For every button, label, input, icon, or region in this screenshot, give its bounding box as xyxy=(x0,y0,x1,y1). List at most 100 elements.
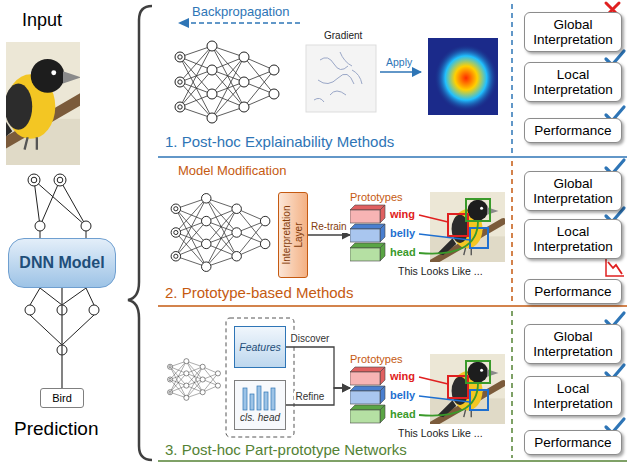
image-caption: This Looks Like ... xyxy=(398,265,483,278)
heatmap xyxy=(428,38,498,115)
part-label: belly xyxy=(390,227,415,240)
classifier-bar xyxy=(257,386,261,410)
property-box: Performance xyxy=(524,118,622,143)
illustration-part xyxy=(28,174,40,186)
model-box: DNN Model xyxy=(8,238,116,288)
network xyxy=(175,41,279,123)
cube-front xyxy=(350,410,380,423)
image-caption: This Looks Like ... xyxy=(398,427,483,440)
cube-front xyxy=(350,248,380,261)
cube-side xyxy=(380,205,385,223)
cube-side xyxy=(380,405,385,423)
cube-top xyxy=(350,205,385,210)
dashed-group xyxy=(226,318,294,437)
heading: Input xyxy=(22,10,62,32)
cube-front xyxy=(350,229,380,242)
heading: Prediction xyxy=(14,418,99,441)
section-caption: 1. Post-hoc Explainability Methods xyxy=(165,133,394,151)
prototype-cubes xyxy=(350,204,390,262)
edge-label: Re-train xyxy=(309,221,349,233)
property-box: Global Interpretation xyxy=(524,171,622,211)
cube-top xyxy=(350,243,385,248)
cube-side xyxy=(380,243,385,261)
prototype-cubes xyxy=(350,366,390,424)
connector xyxy=(286,388,350,405)
node-text: Prototypes xyxy=(350,190,403,204)
node-text: Interpretation Layer xyxy=(281,196,305,274)
edge-label: Refine xyxy=(294,391,327,403)
part-label: head xyxy=(390,246,416,259)
section-divider xyxy=(158,305,627,307)
illustration-part xyxy=(314,52,362,102)
illustration-part xyxy=(0,42,92,165)
illustration-part xyxy=(89,305,99,315)
brace xyxy=(128,6,152,460)
cube-front xyxy=(350,391,380,404)
illustration-part xyxy=(419,221,478,254)
property-box: Global Interpretation xyxy=(524,324,622,364)
classifier-bar xyxy=(243,388,247,410)
property-box: Performance xyxy=(524,430,622,455)
input-photo xyxy=(0,42,92,165)
apply-arrow xyxy=(380,71,421,73)
node-text: Global Interpretation xyxy=(528,176,618,206)
node-text: cls. head xyxy=(240,412,280,423)
illustration-part xyxy=(57,177,63,183)
illustration-part xyxy=(419,234,470,240)
classifier-head: cls. head xyxy=(234,380,286,430)
classifier-bars xyxy=(237,384,283,412)
node-text: Local Interpretation xyxy=(528,67,618,97)
network xyxy=(168,359,221,401)
section-divider xyxy=(158,156,627,158)
cube-top xyxy=(350,405,385,410)
node-text: Bird xyxy=(52,392,72,404)
cube-side xyxy=(380,367,385,385)
cube-front xyxy=(350,210,380,223)
connector xyxy=(286,347,350,388)
illustration-part xyxy=(608,262,622,274)
node-text: Performance xyxy=(528,123,618,138)
node-text: Features xyxy=(239,341,280,353)
section-divider xyxy=(158,460,627,462)
part-label: wing xyxy=(390,370,415,383)
section-note: Model Modification xyxy=(178,163,286,179)
property-box: Performance xyxy=(524,279,622,304)
section-caption: 3. Post-hoc Part-prototype Networks xyxy=(165,441,407,459)
property-box: Local Interpretation xyxy=(524,376,622,416)
column-divider xyxy=(511,311,513,458)
node-text: Performance xyxy=(528,435,618,450)
illustration-part xyxy=(0,42,92,165)
illustration-part xyxy=(428,38,498,115)
part-label: head xyxy=(390,408,416,421)
arrow-label: Backpropagation xyxy=(192,4,290,20)
cube-top xyxy=(350,367,385,372)
classifier-bar xyxy=(264,392,268,410)
illustration-part xyxy=(54,174,66,186)
cube-top xyxy=(350,224,385,229)
property-box: Global Interpretation xyxy=(524,12,622,52)
node-text: Local Interpretation xyxy=(528,381,618,411)
illustration-part xyxy=(606,259,624,276)
feature-box: Features xyxy=(234,326,286,368)
node-text: Global Interpretation xyxy=(528,17,618,47)
image-label: Gradient xyxy=(324,30,362,42)
prototype-photo xyxy=(419,190,505,265)
cube-top xyxy=(350,386,385,391)
output-box: Bird xyxy=(40,388,84,408)
cube-front xyxy=(350,372,380,385)
node-text: Performance xyxy=(528,284,618,299)
interpretation-layer: Interpretation Layer xyxy=(278,192,308,278)
illustration-part xyxy=(25,305,35,315)
illustration-part xyxy=(31,177,37,183)
cube-side xyxy=(380,386,385,404)
property-box: Local Interpretation xyxy=(524,219,622,259)
node-text: Local Interpretation xyxy=(528,224,618,254)
cube-side xyxy=(380,224,385,242)
column-divider xyxy=(511,4,513,153)
node-text: DNN Model xyxy=(19,254,104,272)
illustration-part xyxy=(306,45,376,112)
classifier-bar xyxy=(250,394,254,410)
classifier-bar xyxy=(271,388,275,410)
prototype-photo xyxy=(419,352,505,427)
